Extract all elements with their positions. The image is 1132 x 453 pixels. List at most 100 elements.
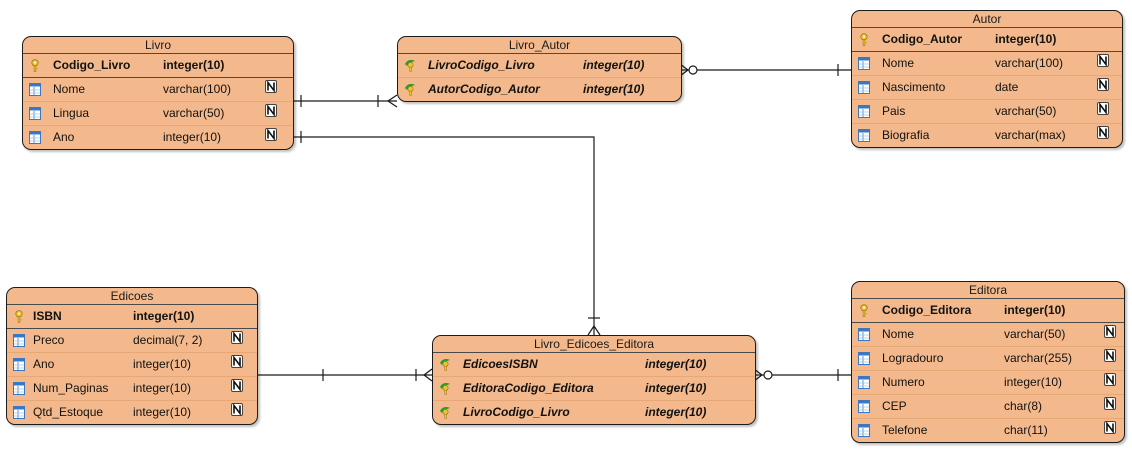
column-type: integer(10) (583, 82, 645, 96)
column-name: LivroCodigo_Livro (428, 58, 535, 72)
column-name: Pais (882, 104, 906, 118)
nullable-n-icon (1097, 124, 1109, 139)
nullable-n-icon (265, 102, 277, 117)
column-type: integer(10) (1004, 303, 1066, 317)
entity-title: Autor (852, 11, 1122, 28)
column-name: Num_Paginas (33, 381, 109, 395)
column-name: Ano (33, 357, 55, 371)
column-name: Numero (882, 375, 925, 389)
entity-title: Livro (23, 37, 293, 54)
nullable-n-icon (1104, 371, 1116, 386)
relationship-line-livro-edicoes-editora (292, 136, 595, 335)
column-type: integer(10) (583, 58, 645, 72)
nullable-n-icon (231, 353, 243, 368)
nullable-n-icon (1097, 76, 1109, 91)
column-type: varchar(100) (163, 82, 232, 96)
column-row[interactable]: Lingua varchar(50) (23, 102, 293, 126)
entity-title: Edicoes (7, 288, 257, 305)
nullable-n-icon (1104, 347, 1116, 362)
nullable-n-icon (1104, 395, 1116, 410)
nullable-n-icon (1097, 52, 1109, 67)
column-row[interactable]: Num_Paginas integer(10) (7, 377, 257, 401)
column-row[interactable]: Telefone char(11) (852, 419, 1124, 442)
column-row[interactable]: Ano integer(10) (7, 353, 257, 377)
nullable-n-icon (265, 78, 277, 93)
column-type: varchar(50) (1004, 327, 1066, 341)
entity-livro[interactable]: Livro Codigo_Livro integer(10) Nome varchar… (22, 36, 294, 150)
column-type: integer(10) (133, 381, 192, 395)
column-name: Qtd_Estoque (33, 405, 104, 419)
column-type: varchar(50) (163, 106, 225, 120)
column-type: char(11) (1004, 423, 1048, 437)
entity-title: Livro_Edicoes_Editora (433, 336, 755, 353)
column-name: Nome (882, 327, 915, 341)
column-name: AutorCodigo_Autor (428, 82, 540, 96)
column-name: Codigo_Autor (882, 32, 962, 46)
column-type: integer(10) (645, 405, 707, 419)
column-row[interactable]: Codigo_Autor integer(10) (852, 28, 1122, 52)
column-name: Nome (882, 56, 915, 70)
column-type: varchar(255) (1004, 351, 1073, 365)
column-type: decimal(7, 2) (133, 333, 203, 347)
column-name: Nascimento (882, 80, 946, 94)
column-type: integer(10) (645, 381, 707, 395)
column-name: EditoraCodigo_Editora (463, 381, 594, 395)
column-name: ISBN (33, 309, 62, 323)
column-row[interactable]: Nome varchar(100) (852, 52, 1122, 76)
column-row[interactable]: Nascimento date (852, 76, 1122, 100)
column-type: varchar(100) (995, 56, 1064, 70)
column-row[interactable]: Nome varchar(100) (23, 78, 293, 102)
crows-foot-mark (587, 325, 601, 336)
column-row[interactable]: Preco decimal(7, 2) (7, 329, 257, 353)
column-row[interactable]: LivroCodigo_Livro integer(10) (398, 54, 681, 78)
column-row[interactable]: Codigo_Livro integer(10) (23, 54, 293, 78)
column-row[interactable]: Nome varchar(50) (852, 323, 1124, 347)
entity-autor[interactable]: Autor Codigo_Autor integer(10) Nome varchar… (851, 10, 1123, 148)
column-type: date (995, 80, 1019, 94)
entity-columns: Codigo_Editora integer(10) Nome varchar(50)… (852, 299, 1124, 442)
column-name: Codigo_Livro (53, 58, 131, 72)
cardinality-zero-mark (763, 370, 773, 380)
column-row[interactable]: EditoraCodigo_Editora integer(10) (433, 377, 755, 401)
nullable-n-icon (231, 329, 243, 344)
column-name: Codigo_Editora (882, 303, 972, 317)
column-name: EdicoesISBN (463, 357, 538, 371)
column-type: integer(10) (133, 405, 192, 419)
column-type: integer(10) (645, 357, 707, 371)
column-row[interactable]: Codigo_Editora integer(10) (852, 299, 1124, 323)
crows-foot-mark (387, 94, 398, 108)
column-name: Preco (33, 333, 65, 347)
column-row[interactable]: LivroCodigo_Livro integer(10) (433, 401, 755, 424)
column-type: integer(10) (995, 32, 1057, 46)
nullable-n-icon (1104, 419, 1116, 434)
column-type: integer(10) (163, 130, 222, 144)
column-row[interactable]: Qtd_Estoque integer(10) (7, 401, 257, 424)
entity-livro-edicoes-editora[interactable]: Livro_Edicoes_Editora EdicoesISBN integer… (432, 335, 756, 425)
column-type: varchar(max) (995, 128, 1066, 142)
column-type: integer(10) (133, 357, 192, 371)
entity-title: Livro_Autor (398, 37, 681, 54)
column-type: integer(10) (163, 58, 225, 72)
column-row[interactable]: EdicoesISBN integer(10) (433, 353, 755, 377)
entity-livro-autor[interactable]: Livro_Autor LivroCodigo_Livro integer(10)… (397, 36, 682, 102)
column-name: LivroCodigo_Livro (463, 405, 570, 419)
entity-columns: Codigo_Livro integer(10) Nome varchar(100) L… (23, 54, 293, 149)
column-name: Telefone (882, 423, 928, 437)
column-name: Nome (53, 82, 86, 96)
column-row[interactable]: AutorCodigo_Autor integer(10) (398, 78, 681, 101)
column-name: Lingua (53, 106, 90, 120)
